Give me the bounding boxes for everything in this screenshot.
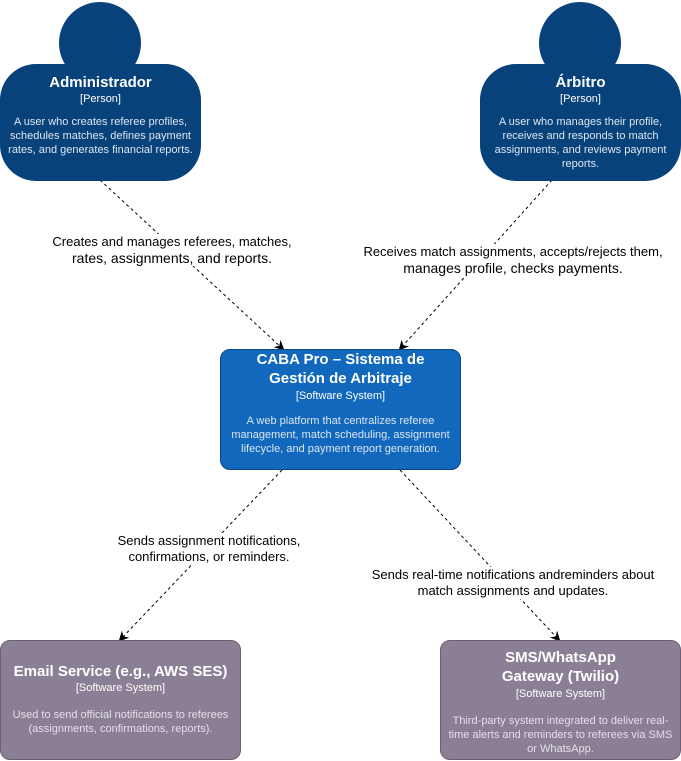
edge-label-line: Sends real-time notifications andreminde… xyxy=(371,567,655,582)
edge-label-line: Creates and manages referees, matches, xyxy=(52,234,292,249)
system-description: A web platform that centralizes referee … xyxy=(231,415,450,455)
sms-gateway-node[interactable]: SMS/WhatsApp Gateway (Twilio) [Software … xyxy=(440,640,681,760)
person-name: Árbitro xyxy=(555,74,606,91)
edge-caba-to-sms xyxy=(399,469,561,642)
system-name: Email Service (e.g., AWS SES) xyxy=(13,663,228,680)
person-kind: [Person] xyxy=(80,93,121,105)
edge-label-line: rates, assignments, and reports. xyxy=(72,250,272,266)
person-name: Administrador xyxy=(49,74,152,91)
arbitro-person-node[interactable]: Árbitro [Person] A user who manages thei… xyxy=(480,64,681,181)
person-description: A user who creates referee profiles, sch… xyxy=(8,116,193,156)
edge-label-admin-to-caba: Creates and manages referees, matches, r… xyxy=(40,234,304,266)
email-service-node[interactable]: Email Service (e.g., AWS SES) [Software … xyxy=(0,640,241,760)
caba-system-node[interactable]: CABA Pro – Sistema de Gestión de Arbitra… xyxy=(220,349,461,470)
edge-label-arbitro-to-caba: Receives match assignments, accepts/reje… xyxy=(346,244,680,276)
edge-label-line: Receives match assignments, accepts/reje… xyxy=(363,244,663,259)
person-kind: [Person] xyxy=(560,93,601,105)
edge-label-line: manages profile, checks payments. xyxy=(403,260,623,276)
edge-label-line: match assignments and updates. xyxy=(417,583,609,598)
system-kind: [Software System] xyxy=(515,688,606,700)
edge-label-caba-to-email: Sends assignment notifications, confirma… xyxy=(104,533,314,565)
edge-arbitro-to-caba xyxy=(398,179,553,351)
system-name: SMS/WhatsApp Gateway (Twilio) xyxy=(501,649,620,685)
edge-label-line: Sends assignment notifications, xyxy=(117,533,301,548)
system-name: CABA Pro – Sistema de Gestión de Arbitra… xyxy=(256,351,425,387)
system-kind: [Software System] xyxy=(75,682,166,694)
admin-person-node[interactable]: Administrador [Person] A user who create… xyxy=(0,64,201,181)
person-description: A user who manages their profile, receiv… xyxy=(494,116,667,170)
system-description: Third-party system integrated to deliver… xyxy=(448,715,673,755)
system-description: Used to send official notifications to r… xyxy=(12,709,229,735)
edge-label-line: confirmations, or reminders. xyxy=(128,549,290,564)
system-kind: [Software System] xyxy=(295,390,386,402)
edge-label-caba-to-sms: Sends real-time notifications andreminde… xyxy=(352,567,674,599)
